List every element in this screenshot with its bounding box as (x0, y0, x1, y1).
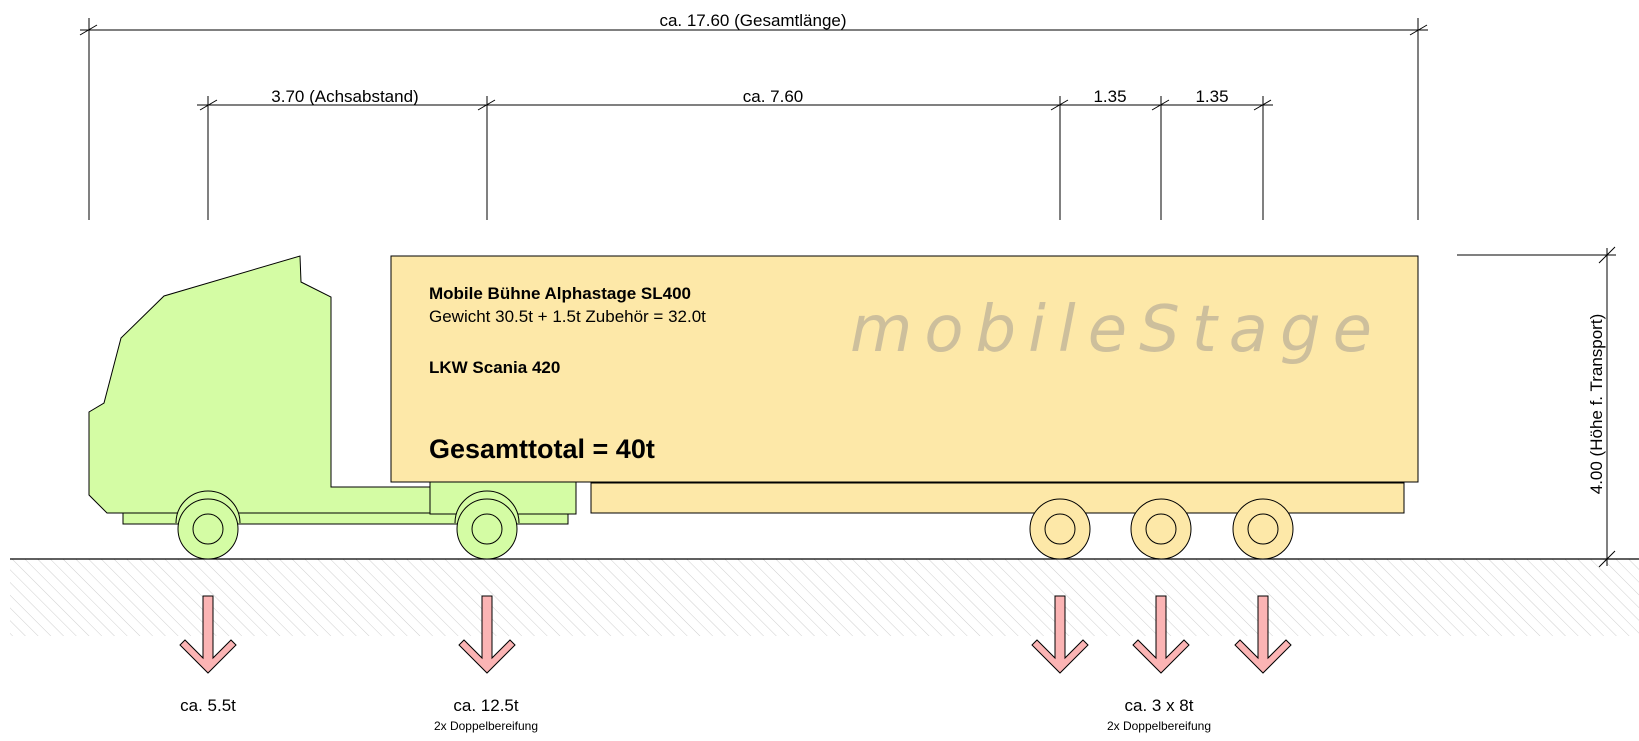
load-arrows (179, 595, 1292, 674)
tractor (88, 255, 577, 525)
wheelbase-label: 3.70 (Achsabstand) (271, 87, 418, 106)
load-arrow-front (179, 595, 237, 674)
stage-weight: Gewicht 30.5t + 1.5t Zubehör = 32.0t (429, 307, 706, 326)
front-wheel (175, 490, 241, 560)
load-drive-label: ca. 12.5t (453, 696, 518, 715)
trailer-wheel-3 (1232, 498, 1294, 560)
total-length-label: ca. 17.60 (Gesamtlänge) (659, 11, 846, 30)
height-label: 4.00 (Höhe f. Transport) (1587, 314, 1606, 494)
trailer-wheel-1 (1029, 498, 1091, 560)
drive-wheel (454, 490, 520, 560)
load-arrow-trailer-3 (1234, 595, 1292, 674)
load-arrow-trailer-1 (1031, 595, 1089, 674)
brand-watermark: mobileStage (850, 293, 1384, 367)
load-trailer-label: ca. 3 x 8t (1125, 696, 1194, 715)
load-arrow-trailer-2 (1132, 595, 1190, 674)
trailer-wheel-2 (1130, 498, 1192, 560)
wheels (175, 490, 1294, 560)
stage-title: Mobile Bühne Alphastage SL400 (429, 284, 691, 303)
axle-gap-1-label: 1.35 (1093, 87, 1126, 106)
truck-cab (88, 255, 431, 514)
load-front-label: ca. 5.5t (180, 696, 236, 715)
middle-length-label: ca. 7.60 (743, 87, 804, 106)
trailer: mobileStage Mobile Bühne Alphastage SL40… (390, 255, 1419, 514)
truck-model: LKW Scania 420 (429, 358, 560, 377)
total-weight: Gesamttotal = 40t (429, 434, 655, 464)
dimension-lines (79, 18, 1616, 568)
load-arrow-drive (458, 595, 516, 674)
ground (10, 558, 1639, 636)
load-drive-note: 2x Doppelbereifung (434, 719, 538, 733)
axle-gap-2-label: 1.35 (1195, 87, 1228, 106)
load-trailer-note: 2x Doppelbereifung (1107, 719, 1211, 733)
